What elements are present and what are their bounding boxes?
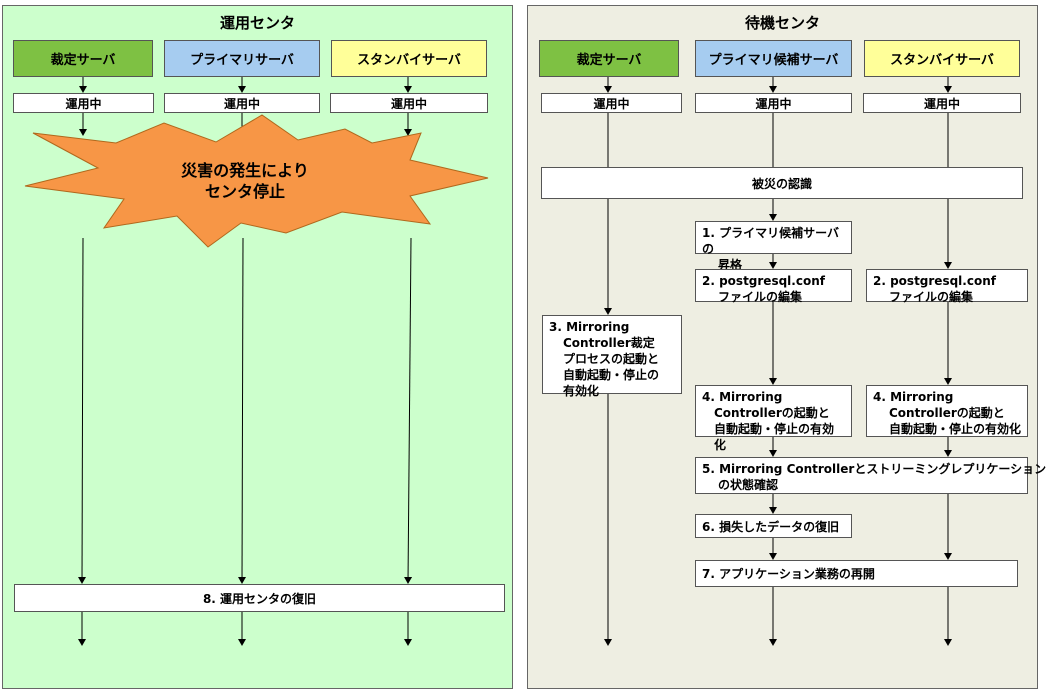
left-standby-server: スタンバイサーバ <box>331 40 487 77</box>
step-5-line-2: の状態確認 <box>718 478 779 492</box>
step-4p-line-2: Controllerの起動と <box>714 406 830 420</box>
step-1-line-1: 1. プライマリ候補サーバの <box>702 226 839 256</box>
right-primary-status: 運用中 <box>695 93 852 113</box>
step-2-edit-conf-standby: 2. postgresql.conf ファイルの編集 <box>866 269 1028 304</box>
step-3-line-3: プロセスの起動と <box>563 352 660 366</box>
left-arbiter-server: 裁定サーバ <box>13 40 153 77</box>
step-4-start-mirroring-controller-primary: 4. Mirroring Controllerの起動と 自動起動・停止の有効化 <box>695 385 852 452</box>
step-4p-line-1: 4. Mirroring <box>702 390 783 404</box>
disaster-line-1: 災害の発生により <box>181 161 309 180</box>
step-3-line-2: Controller裁定 <box>563 336 655 350</box>
step-2-edit-conf-primary: 2. postgresql.conf ファイルの編集 <box>695 269 852 304</box>
step-5-check-replication-status: 5. Mirroring Controllerとストリーミングレプリケーション … <box>695 457 1046 494</box>
step-3-start-arbiter-process: 3. Mirroring Controller裁定 プロセスの起動と 自動起動・… <box>542 315 682 398</box>
step-7-resume-application-work: 7. アプリケーション業務の再開 <box>695 560 1018 587</box>
right-standby-status: 運用中 <box>863 93 1021 113</box>
step-8-restore-operation-center: 8. 運用センタの復旧 <box>14 584 505 612</box>
step-3-line-1: 3. Mirroring <box>549 320 630 334</box>
disaster-recognition: 被災の認識 <box>541 167 1023 199</box>
right-primary-candidate-server: プライマリ候補サーバ <box>695 40 852 77</box>
step-4-start-mirroring-controller-standby: 4. Mirroring Controllerの起動と 自動起動・停止の有効化 <box>866 385 1028 437</box>
disaster-burst <box>24 114 489 248</box>
step-4s-line-2: Controllerの起動と <box>889 406 1005 420</box>
step-5-line-1: 5. Mirroring Controllerとストリーミングレプリケーション <box>702 462 1046 476</box>
step-1-promote-primary-candidate: 1. プライマリ候補サーバの 昇格 <box>695 221 852 272</box>
step-4p-line-3: 自動起動・停止の有効化 <box>714 422 835 452</box>
standby-center-title: 待機センタ <box>744 14 820 32</box>
step-4s-line-3: 自動起動・停止の有効化 <box>889 422 1022 436</box>
step-2p-line-2: ファイルの編集 <box>718 290 803 304</box>
right-arbiter-status: 運用中 <box>541 93 682 113</box>
disaster-message: 災害の発生により センタ停止 <box>150 160 340 202</box>
operation-center-title: 運用センタ <box>219 14 295 32</box>
step-3-line-5: 有効化 <box>563 384 600 398</box>
step-2s-line-1: 2. postgresql.conf <box>873 274 996 288</box>
step-2s-line-2: ファイルの編集 <box>889 290 974 304</box>
left-standby-status: 運用中 <box>330 93 488 113</box>
right-arbiter-server: 裁定サーバ <box>539 40 679 77</box>
step-6-recover-lost-data: 6. 損失したデータの復旧 <box>695 514 852 538</box>
step-4s-line-1: 4. Mirroring <box>873 390 954 404</box>
left-primary-server: プライマリサーバ <box>164 40 320 77</box>
disaster-line-2: センタ停止 <box>204 182 285 201</box>
step-3-line-4: 自動起動・停止の <box>563 368 660 382</box>
step-1-line-2: 昇格 <box>718 258 743 272</box>
left-arbiter-status: 運用中 <box>13 93 154 113</box>
left-primary-status: 運用中 <box>164 93 320 113</box>
right-standby-server: スタンバイサーバ <box>864 40 1020 77</box>
step-2p-line-1: 2. postgresql.conf <box>702 274 825 288</box>
